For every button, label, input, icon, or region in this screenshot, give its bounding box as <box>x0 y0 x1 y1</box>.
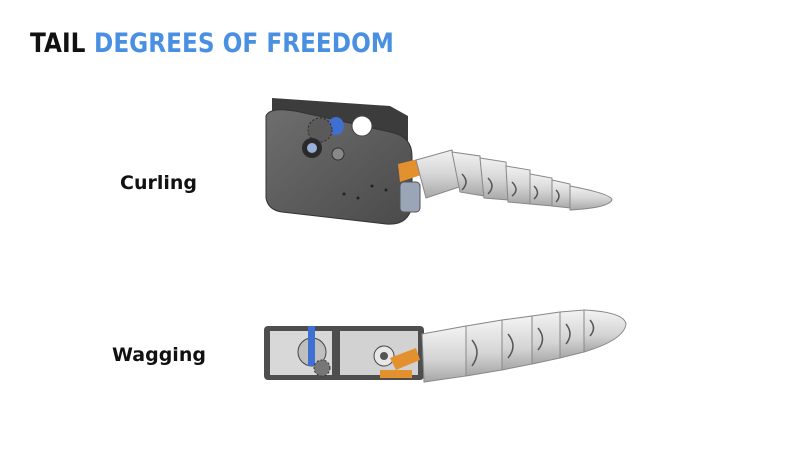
title-degrees-of-freedom: DEGREES OF FREEDOM <box>94 28 394 59</box>
tail-segments <box>421 309 627 383</box>
plate-hole <box>351 115 373 137</box>
gear-icon <box>307 117 333 143</box>
blue-shaft <box>308 326 315 366</box>
gear-icon <box>313 359 331 377</box>
curling-tail-render <box>265 98 613 225</box>
wagging-label: Wagging <box>112 344 206 366</box>
slide-title: TAIL DEGREES OF FREEDOM <box>30 27 394 61</box>
servo-body <box>399 181 421 213</box>
servo-link <box>380 370 412 378</box>
tail-segments <box>415 149 613 211</box>
bolt-icon <box>331 147 345 161</box>
curling-label: Curling <box>120 172 197 194</box>
title-word-tail: TAIL <box>30 28 86 59</box>
wagging-tail-render <box>264 309 627 383</box>
servo-horn <box>390 348 420 370</box>
bearing-inner <box>307 143 317 153</box>
